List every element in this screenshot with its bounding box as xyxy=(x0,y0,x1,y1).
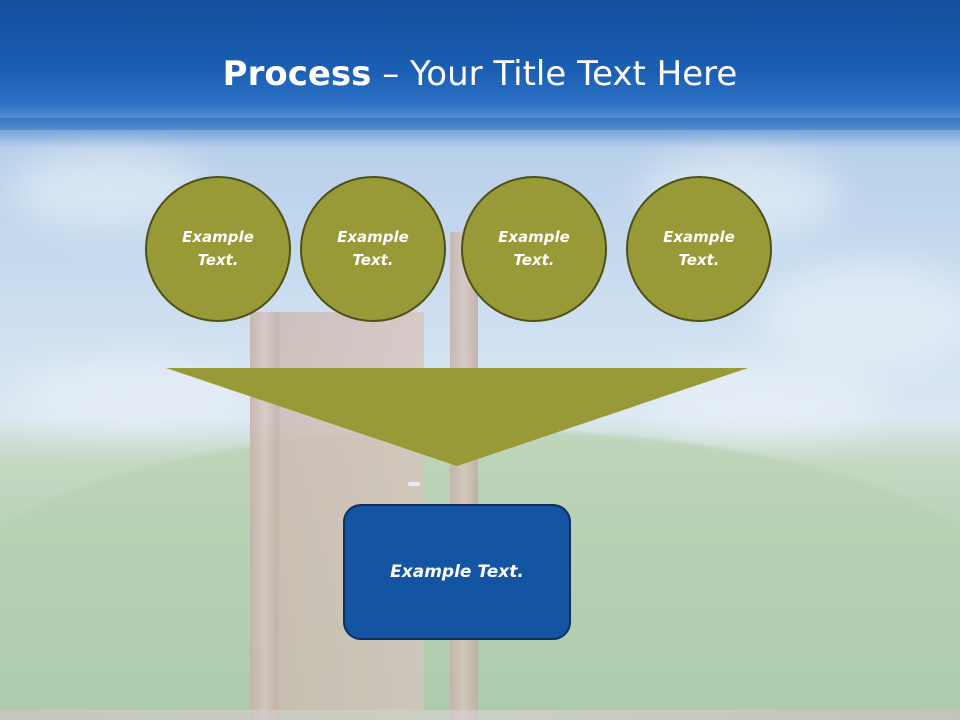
process-step-line2: Text. xyxy=(678,251,720,269)
process-step-line2: Text. xyxy=(197,251,239,269)
funnel-triangle[interactable] xyxy=(166,368,748,466)
result-box[interactable]: Example Text. xyxy=(343,504,571,640)
door-knob xyxy=(408,482,420,486)
process-step-line1: Example xyxy=(182,228,254,246)
background-cloud xyxy=(760,260,960,370)
title-text: Your Title Text Here xyxy=(410,54,738,94)
title-separator: – xyxy=(371,54,411,94)
process-step-line2: Text. xyxy=(352,251,394,269)
title-bar xyxy=(0,0,960,130)
funnel-shape xyxy=(166,368,748,466)
process-step-line1: Example xyxy=(498,228,570,246)
slide-title[interactable]: Process – Your Title Text Here xyxy=(0,52,960,96)
title-bold: Process xyxy=(222,54,372,94)
process-step-line2: Text. xyxy=(513,251,555,269)
process-step-line1: Example xyxy=(663,228,735,246)
title-bar-fade xyxy=(0,118,960,148)
background-floor-strip xyxy=(0,710,960,720)
result-label: Example Text. xyxy=(390,562,524,582)
process-step-line1: Example xyxy=(337,228,409,246)
